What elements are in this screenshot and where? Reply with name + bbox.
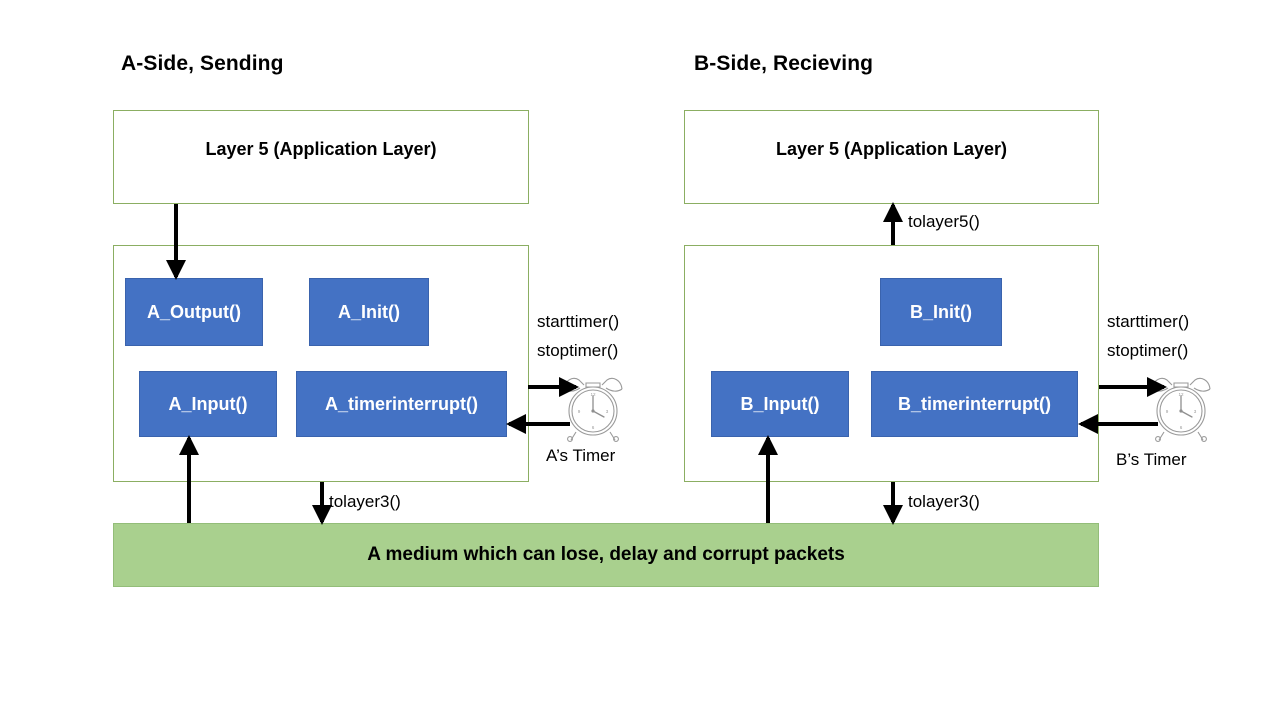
function-label: A_Init() <box>338 301 400 322</box>
alarm-clock-icon-a: 12 3 6 9 <box>558 370 628 442</box>
timer-caption-a: A’s Timer <box>546 446 616 465</box>
arrow-label-a-tolayer3: tolayer3() <box>329 492 401 511</box>
timer-call-a-stoptimer: stoptimer() <box>537 341 619 360</box>
layer5-label-a: Layer 5 (Application Layer) <box>205 139 437 159</box>
svg-text:9: 9 <box>578 409 581 414</box>
svg-text:12: 12 <box>1178 392 1184 397</box>
layer5-label-b: Layer 5 (Application Layer) <box>775 139 1008 159</box>
arrow-label-b-tolayer5: tolayer5() <box>908 212 980 231</box>
layer5-panel-b: Layer 5 (Application Layer) <box>684 110 1099 204</box>
function-label: B_Input() <box>740 393 820 414</box>
svg-text:6: 6 <box>592 425 595 430</box>
layer5-panel-a: Layer 5 (Application Layer) <box>113 110 529 204</box>
function-label: A_Input() <box>168 393 248 414</box>
function-box-a-init[interactable]: A_Init() <box>309 278 429 346</box>
medium-label: A medium which can lose, delay and corru… <box>367 544 845 565</box>
function-box-b-timerinterrupt[interactable]: B_timerinterrupt() <box>871 371 1078 437</box>
function-label: A_Output() <box>147 301 241 322</box>
svg-text:9: 9 <box>1166 409 1169 414</box>
timer-caption-b: B’s Timer <box>1116 450 1187 469</box>
svg-text:3: 3 <box>606 409 609 414</box>
function-label: A_timerinterrupt() <box>324 393 478 414</box>
function-label: B_Init() <box>910 301 972 322</box>
side-b-title: B-Side, Recieving <box>694 52 874 75</box>
medium-bar: A medium which can lose, delay and corru… <box>113 523 1099 587</box>
function-box-b-input[interactable]: B_Input() <box>711 371 849 437</box>
function-box-a-output[interactable]: A_Output() <box>125 278 263 346</box>
function-box-b-init[interactable]: B_Init() <box>880 278 1002 346</box>
function-box-a-input[interactable]: A_Input() <box>139 371 277 437</box>
svg-text:12: 12 <box>590 392 596 397</box>
arrow-label-b-tolayer3: tolayer3() <box>908 492 980 511</box>
function-box-a-timerinterrupt[interactable]: A_timerinterrupt() <box>296 371 507 437</box>
svg-text:3: 3 <box>1194 409 1197 414</box>
alarm-clock-icon-b: 12 3 6 9 <box>1146 370 1216 442</box>
svg-text:6: 6 <box>1180 425 1183 430</box>
timer-call-b-starttimer: starttimer() <box>1107 312 1190 331</box>
timer-call-b-stoptimer: stoptimer() <box>1107 341 1189 360</box>
side-a-title: A-Side, Sending <box>121 52 284 75</box>
timer-call-a-starttimer: starttimer() <box>537 312 620 331</box>
function-label: B_timerinterrupt() <box>897 393 1051 414</box>
